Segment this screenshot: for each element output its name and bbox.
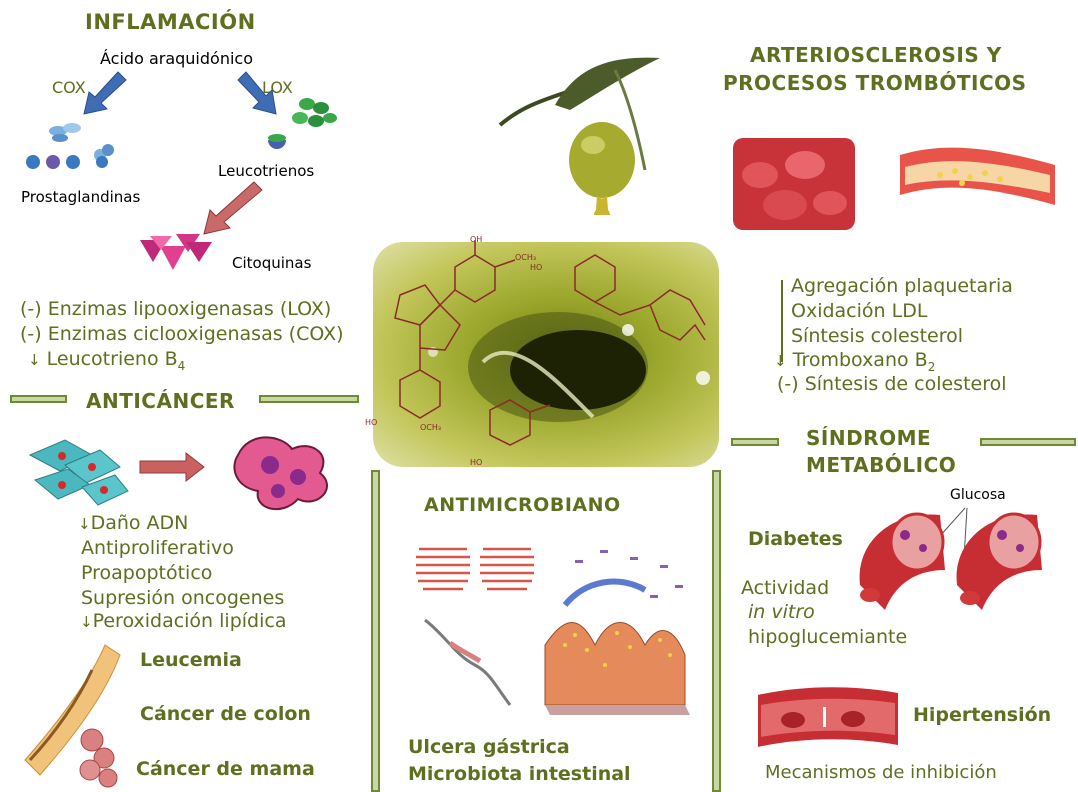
molecule-ho-label-2: HO <box>365 418 377 427</box>
anticancer-divider-left <box>10 395 67 403</box>
arachidonic-acid-label: Ácido araquidónico <box>100 49 253 68</box>
glucose-label: Glucosa <box>950 487 1006 503</box>
down-arrow-icon: ↓ <box>80 613 93 631</box>
disease-breast-cancer: Cáncer de mama <box>136 758 315 780</box>
molecule-och3-label-2: OCH₃ <box>420 423 441 432</box>
anticancer-effect-dna: ↓Daño ADN <box>78 511 188 537</box>
leukotriene-b4-label: Leucotrieno B <box>46 348 178 370</box>
diabetes-blood-vessels-illustration <box>859 507 1042 610</box>
metabolic-divider-right <box>980 438 1076 446</box>
molecule-structure: OH OCH₃ HO HO OCH₃ HO <box>365 235 706 467</box>
activity-label: Actividad <box>741 577 830 599</box>
diabetes-label: Diabetes <box>748 528 843 550</box>
anticancer-effect-proapoptotic: Proapoptótico <box>81 562 213 584</box>
cells-icon <box>28 439 129 506</box>
leukotriene-b4-item: ↓ Leucotrieno B4 <box>28 347 185 379</box>
lox-arrow-icon <box>237 71 277 115</box>
antimicrobial-divider-right <box>712 470 721 792</box>
arteriosclerosis-bracket <box>781 280 783 362</box>
blood-vessel-icon-2 <box>956 512 1042 610</box>
cox-arrow-icon <box>83 71 127 115</box>
right-arrow-icon <box>139 451 205 483</box>
prostaglandins-label: Prostaglandinas <box>21 188 141 206</box>
molecule-oh-label: OH <box>470 235 482 244</box>
bacteria-culture-icon <box>416 540 534 594</box>
arteriosclerosis-effect-ldl: Oxidación LDL <box>791 300 928 322</box>
arteriosclerosis-title-line1: ARTERIOSCLEROSIS Y <box>750 43 1002 67</box>
metabolic-divider-left <box>731 438 779 446</box>
cancer-cells-icon <box>233 436 328 510</box>
anticancer-divider-right <box>259 395 359 403</box>
anticancer-title: ANTICÁNCER <box>86 389 235 413</box>
hypertension-label: Hipertensión <box>913 704 1052 726</box>
leukotrienes-label: Leucotrienos <box>218 162 315 180</box>
molecule-ho-label-3: HO <box>470 458 482 467</box>
red-blood-cells-icon <box>733 138 855 230</box>
arteriosclerosis-effect-platelet: Agregación plaquetaria <box>791 275 1013 297</box>
blood-vessel-icon <box>859 512 945 610</box>
anticancer-effect-oncogenes: Supresión oncogenes <box>81 587 285 609</box>
anticancer-effect-peroxidation-label: Peroxidación lipídica <box>92 610 287 632</box>
arteriosclerosis-effect-thromboxane: ↓ Tromboxano B2 <box>774 348 935 380</box>
down-arrow-icon: ↓ <box>78 515 91 533</box>
arteriosclerosis-effect-cholesterol-synthesis: (-) Síntesis de colesterol <box>777 373 1007 395</box>
blood-cells-illustration <box>733 138 1055 230</box>
thromboxane-subscript: 2 <box>927 359 936 374</box>
molecule-ho-label: HO <box>530 263 542 272</box>
inflammation-effect-lox: (-) Enzimas lipooxigenasas (LOX) <box>20 298 332 320</box>
helicobacter-icon <box>424 618 512 706</box>
metabolic-title-line2: METABÓLICO <box>806 453 957 477</box>
inflammation-arrows <box>26 71 337 270</box>
olive-icon <box>498 57 660 215</box>
mechanisms-label: Mecanismos de inhibición <box>765 762 997 783</box>
blood-vessel-cells-illustration <box>24 644 121 788</box>
inflammation-title: INFLAMACIÓN <box>85 10 256 34</box>
anticancer-effect-dna-label: Daño ADN <box>90 512 189 534</box>
prostaglandin-molecules-icon <box>26 123 114 169</box>
metabolic-title-line1: SÍNDROME <box>806 426 932 450</box>
cytokine-molecules-icon <box>140 234 212 270</box>
in-vitro-label: in vitro <box>748 601 815 623</box>
hypertension-artery-illustration <box>758 687 898 747</box>
antimicrobial-item-gastric-ulcer: Ulcera gástrica <box>408 736 570 758</box>
disease-colon-cancer: Cáncer de colon <box>140 703 311 725</box>
anticancer-illustration <box>28 436 328 510</box>
antimicrobial-illustration <box>416 540 690 715</box>
leukotriene-b4-subscript: 4 <box>177 358 186 373</box>
olive-oil-splash-image <box>373 242 719 467</box>
inflammation-effect-cox: (-) Enzimas ciclooxigenasas (COX) <box>20 323 344 345</box>
antimicrobial-item-microbiota: Microbiota intestinal <box>408 763 631 785</box>
arteriosclerosis-title-line2: PROCESOS TROMBÓTICOS <box>723 71 1027 95</box>
intestinal-villi-icon <box>544 550 690 715</box>
anticancer-effect-antiproliferative: Antiproliferativo <box>81 537 234 559</box>
anticancer-effect-peroxidation: ↓Peroxidación lipídica <box>80 609 286 635</box>
hypoglycemic-label: hipoglucemiante <box>748 626 908 648</box>
leukotriene-molecules-icon <box>268 98 337 149</box>
molecule-och3-label: OCH₃ <box>515 253 536 262</box>
down-arrow-icon: ↓ <box>774 352 787 370</box>
thromboxane-label: Tromboxano B <box>792 349 928 371</box>
cox-label: COX <box>52 78 86 97</box>
antimicrobial-divider-left <box>371 470 380 792</box>
disease-leukemia: Leucemia <box>140 649 242 671</box>
down-arrow-icon: ↓ <box>28 351 41 369</box>
cytokine-arrow-icon <box>203 181 263 235</box>
cytokines-label: Citoquinas <box>232 254 312 272</box>
antimicrobial-title: ANTIMICROBIANO <box>424 494 621 516</box>
arteriosclerosis-effect-cholesterol: Síntesis colesterol <box>791 325 964 347</box>
clogged-artery-icon <box>900 147 1055 205</box>
